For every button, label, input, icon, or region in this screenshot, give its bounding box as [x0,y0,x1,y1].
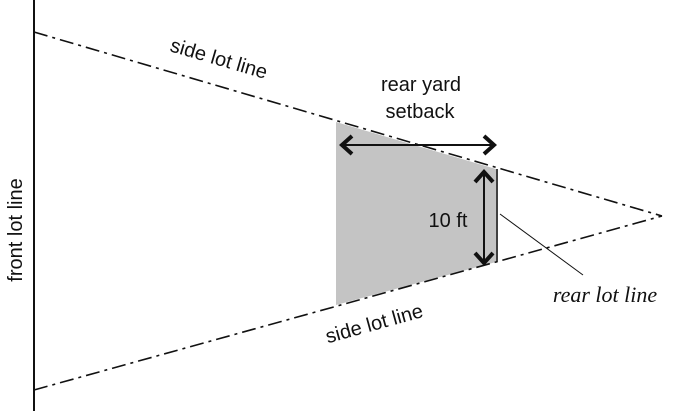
rear-lot-line-label: rear lot line [553,282,658,307]
rear-yard-setback-label-line2: setback [386,101,456,123]
side-lot-line-top [33,31,663,217]
rear-yard-setback-area [336,122,496,305]
rear-lot-line-leader [499,213,584,276]
side-lot-line-bottom [33,215,663,391]
rear-yard-setback-label-line1: rear yard [381,74,461,96]
ten-ft-dimension-arrow [473,169,495,266]
rear-yard-setback-arrow [339,134,497,156]
side-lot-line-bottom-label: side lot line [323,300,425,348]
ten-ft-label: 10 ft [429,210,468,232]
front-lot-line-label: front lot line [5,178,27,281]
